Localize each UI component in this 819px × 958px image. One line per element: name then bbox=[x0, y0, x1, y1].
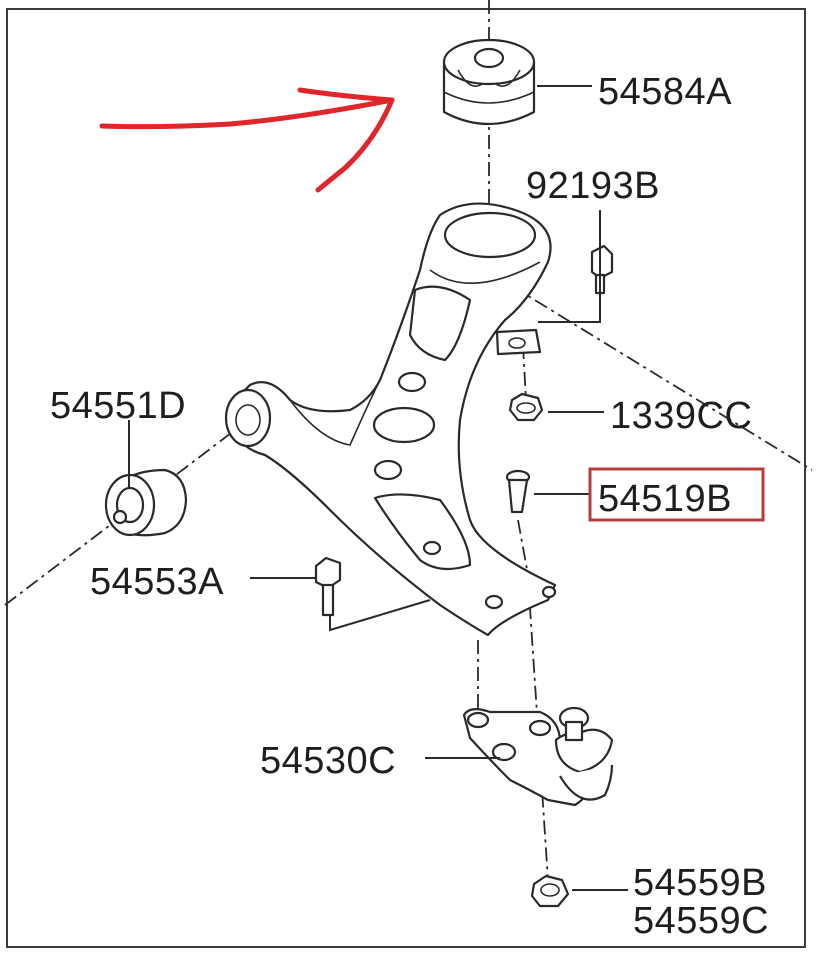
label-54584a: 54584A bbox=[598, 71, 732, 113]
label-92193b: 92193B bbox=[526, 165, 660, 207]
label-54519b: 54519B bbox=[598, 478, 732, 520]
label-54553a: 54553A bbox=[90, 561, 224, 603]
red-annotation-arrow-head bbox=[297, 87, 395, 103]
bushing-54551d bbox=[104, 468, 188, 537]
ball-joint-54530c bbox=[462, 706, 614, 807]
label-54530c: 54530C bbox=[260, 740, 396, 782]
diagram-frame bbox=[6, 8, 806, 948]
label-54551d: 54551D bbox=[50, 385, 186, 427]
label-1339cc: 1339CC bbox=[610, 395, 752, 437]
label-54559b: 54559B bbox=[633, 862, 767, 904]
bolt-92193b bbox=[590, 244, 614, 295]
nut-54559 bbox=[530, 874, 570, 908]
bolt-54553a bbox=[314, 556, 342, 617]
label-54559c: 54559C bbox=[633, 900, 769, 942]
nut-1339cc bbox=[508, 392, 544, 422]
red-annotation-arrow bbox=[99, 97, 395, 193]
bushing-54584a bbox=[442, 38, 536, 126]
leader-lines bbox=[128, 85, 628, 891]
highlight-box-54519b bbox=[588, 467, 765, 522]
lower-control-arm bbox=[224, 202, 557, 637]
pin-54519b bbox=[505, 469, 531, 514]
